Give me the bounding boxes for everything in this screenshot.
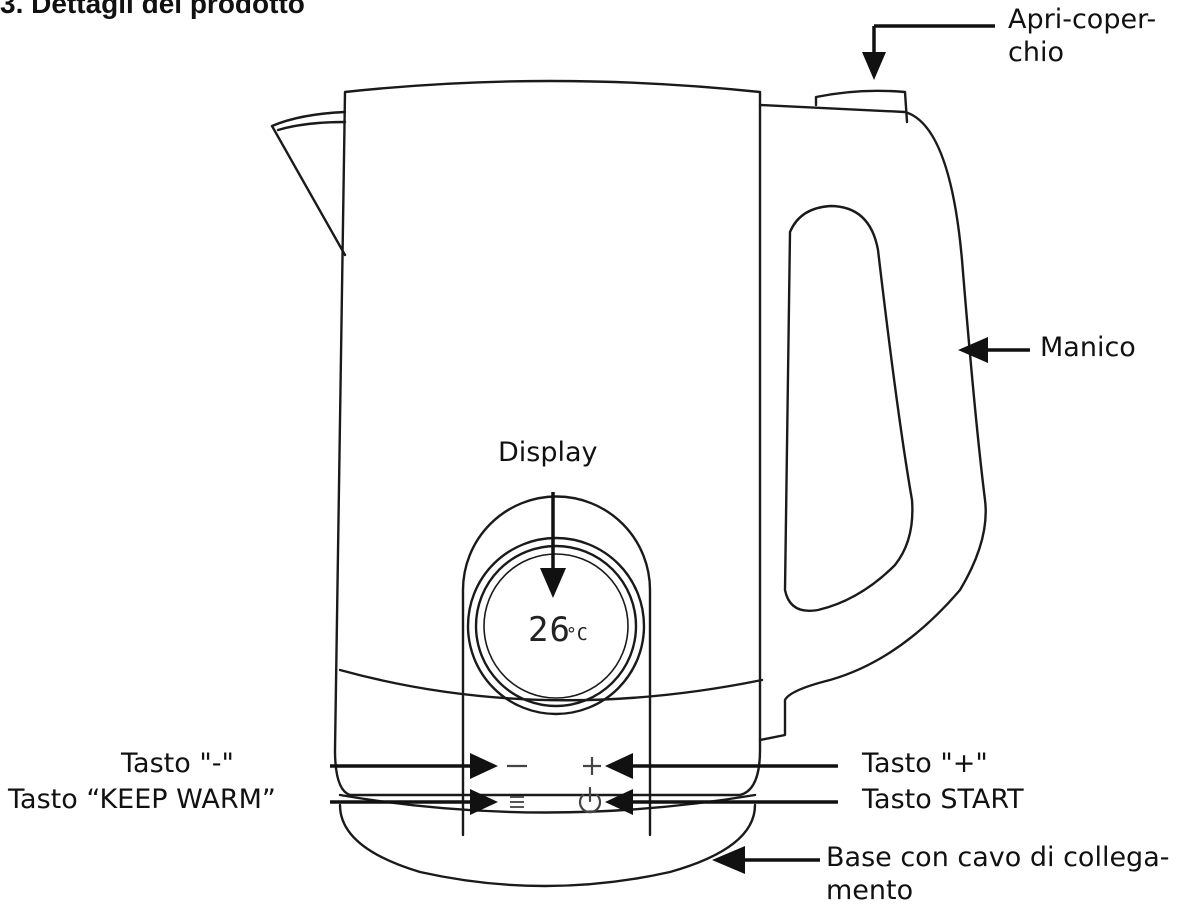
lid-opener [814,89,909,124]
kettle-body [333,79,762,797]
kettle-spout [270,110,347,257]
label-start-button: Tasto START [862,784,1024,815]
label-lid-opener-line2: chio [1008,36,1064,68]
display-ring-inner [474,544,638,708]
keep-warm-icon[interactable] [510,796,524,808]
plus-icon[interactable] [583,757,601,775]
kettle-handle-opening [783,204,914,612]
label-base-line1: Base con cavo di collega- [826,842,1170,873]
label-lid-opener-line1: Apri-coper- [1008,4,1157,35]
display-temperature: 26 [528,610,571,650]
control-strip [461,495,652,837]
kettle-body-band [338,668,764,702]
label-base-line2: mento [826,874,914,906]
label-display: Display [498,437,598,468]
label-handle: Manico [1040,332,1136,363]
label-base: Base con cavo di collega- mento [826,842,1170,908]
kettle-handle [758,103,987,742]
label-minus-button: Tasto "-" [121,748,234,779]
display-ring-face [483,553,629,699]
display-unit: °C [566,624,588,645]
display-ring-outer [466,536,646,716]
label-lid-opener: Apri-coper- chio [1008,4,1156,70]
kettle-base [338,803,757,888]
power-icon[interactable] [578,786,602,814]
arrow-icon [470,52,988,874]
page-title: 3. Dettagli del prodotto [0,0,305,19]
label-keep-warm-button: Tasto “KEEP WARM” [8,784,276,815]
label-plus-button: Tasto "+" [862,748,988,779]
